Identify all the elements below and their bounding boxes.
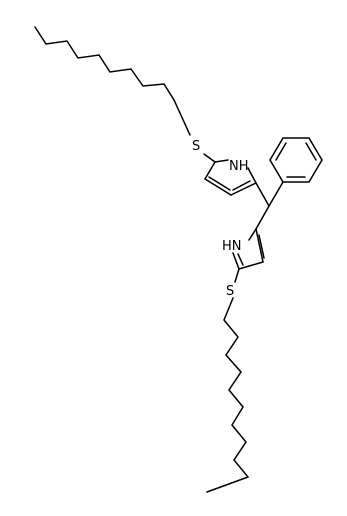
bottom-pyrrole-ring — [232, 228, 265, 270]
bottom-decyl-chain — [206, 297, 250, 493]
phenyl-ring — [269, 137, 323, 183]
bottom-s-ring-bond — [234, 268, 240, 283]
top-pyrrole-ring — [204, 159, 257, 196]
sulfur-label-bottom: S — [226, 284, 234, 299]
top-decyl-chain — [34, 26, 191, 136]
methine-bridge — [255, 181, 284, 230]
sulfur-label-top: S — [192, 139, 200, 154]
hn-label-bottom: HN — [222, 239, 242, 254]
nh-label-top: NH — [229, 159, 249, 174]
top-s-ring-bond — [203, 153, 216, 163]
